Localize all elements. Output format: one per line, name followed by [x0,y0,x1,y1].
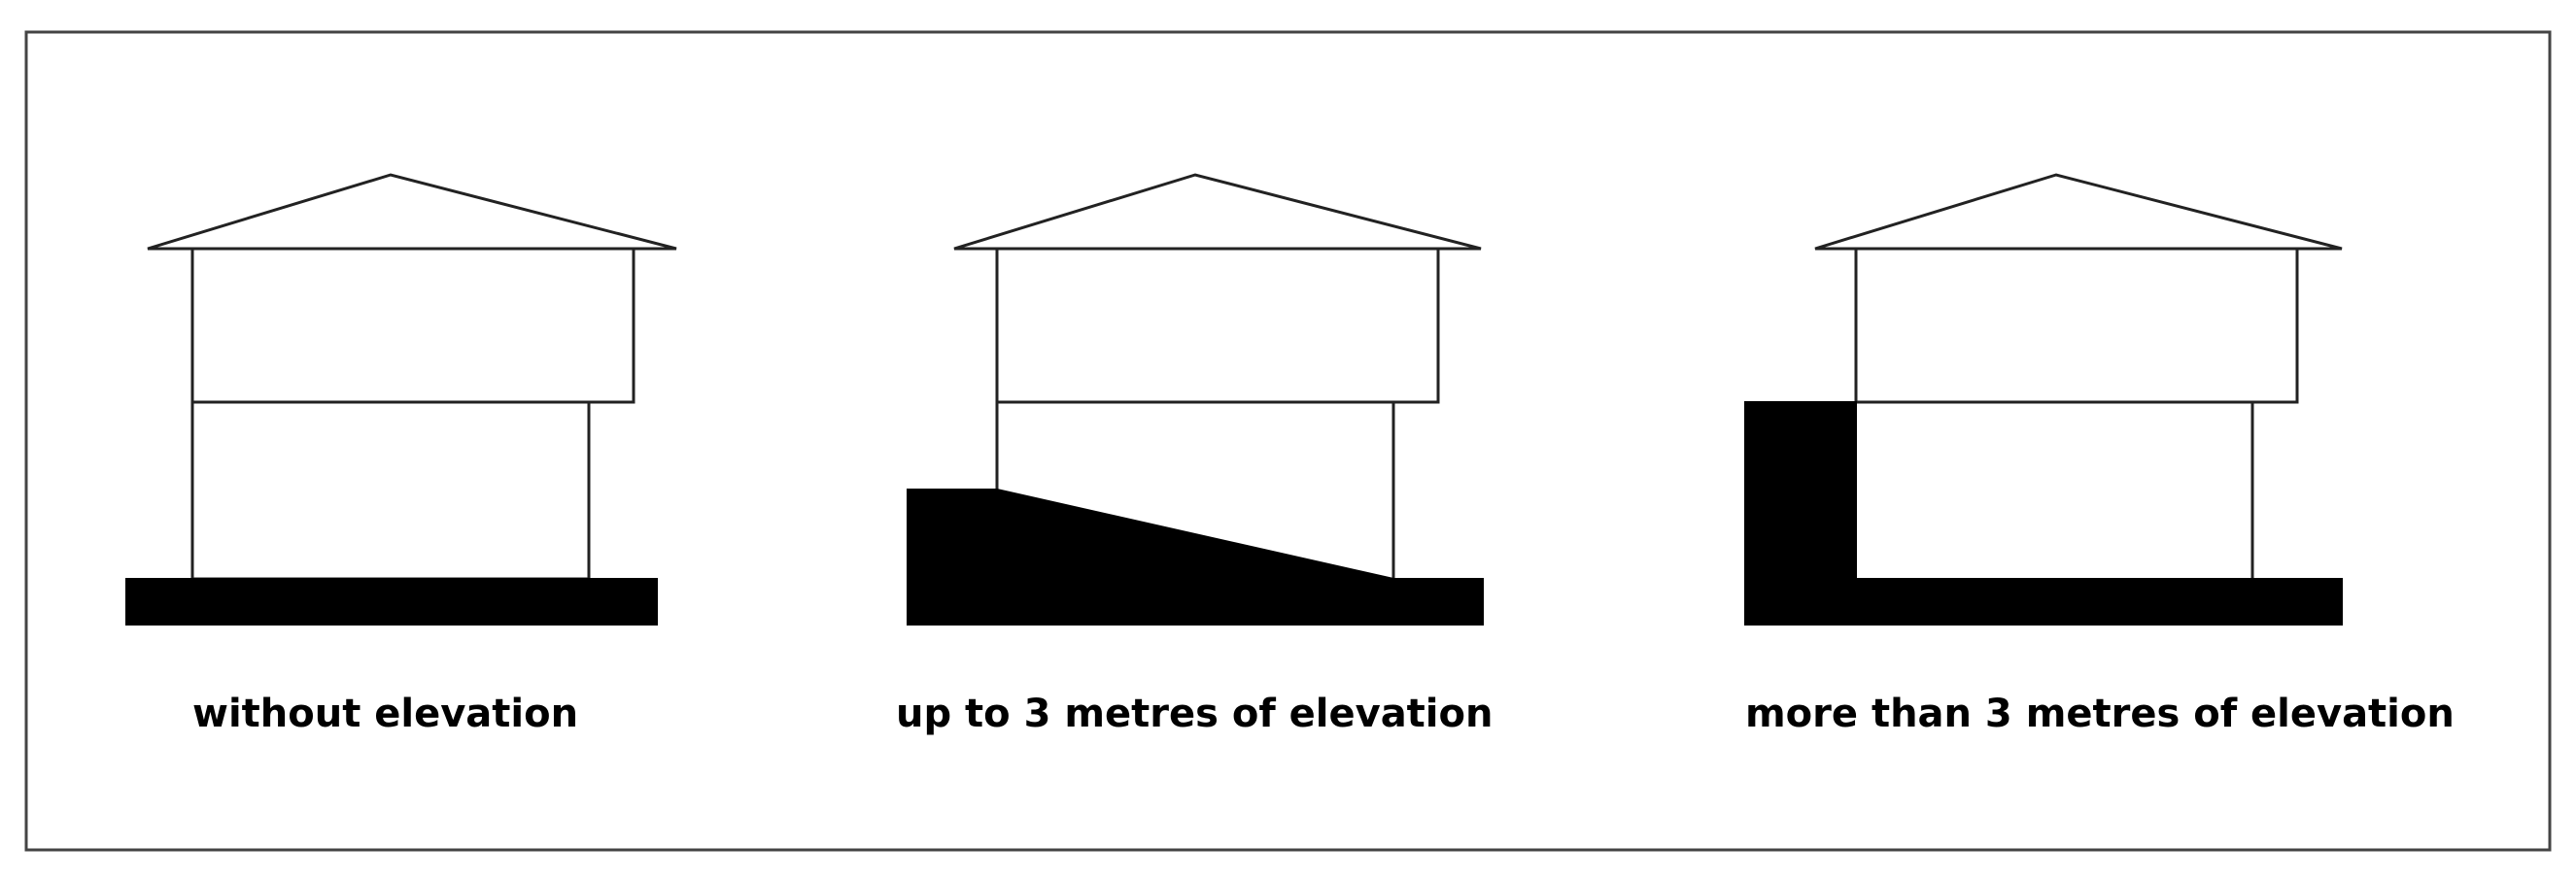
sloped-ground-2 [907,489,1484,626]
panel-without-elevation: without elevation [125,173,677,736]
ground-floor-2 [995,400,1395,579]
ground-floor-3 [1856,400,2254,579]
house-3 [1814,173,2343,579]
diagram-border [24,30,2552,852]
ground-floor-1 [190,402,591,581]
caption-more-than-3-metres: more than 3 metres of elevation [1745,692,2455,736]
house-2 [953,173,1482,579]
upper-floor-2 [995,247,1440,404]
roof-2 [953,173,1482,251]
caption-up-to-3-metres: up to 3 metres of elevation [896,692,1493,736]
upper-floor-3 [1854,247,2299,404]
l-shaped-ground-3 [1744,401,2343,626]
caption-without-elevation: without elevation [192,692,578,736]
panel-more-than-3-metres: more than 3 metres of elevation [1744,173,2455,736]
house-1 [147,173,677,581]
ground-1 [125,578,658,626]
upper-floor-1 [190,247,635,404]
panel-up-to-3-metres: up to 3 metres of elevation [896,173,1493,736]
roof-3 [1814,173,2343,251]
roof-1 [147,173,677,251]
